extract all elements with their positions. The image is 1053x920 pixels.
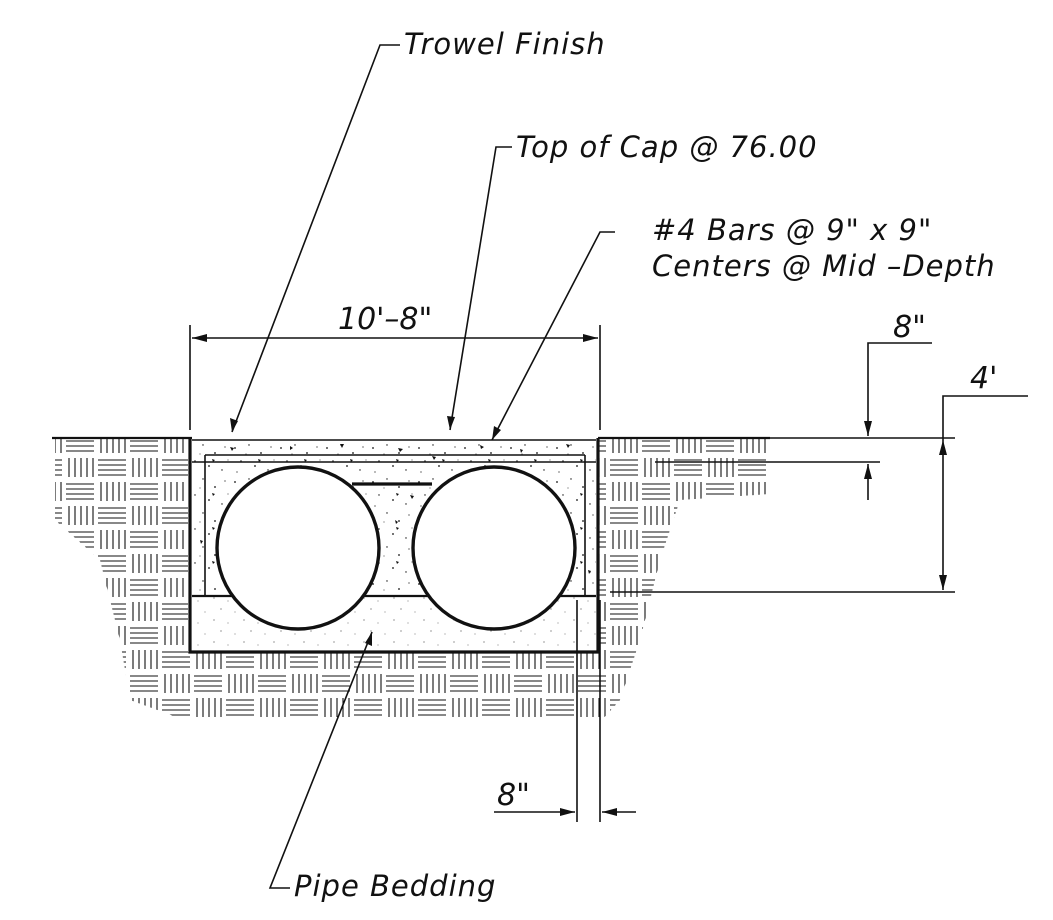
label-trowel-finish: Trowel Finish [404,27,606,61]
label-rebar-line2: Centers @ Mid –Depth [652,249,996,283]
dimension-wall-thickness-text: 8" [497,778,530,813]
label-pipe-bedding: Pipe Bedding [294,869,496,903]
leader-trowel-finish [230,44,400,433]
label-top-of-cap: Top of Cap @ 76.00 [516,130,818,164]
leader-rebar [491,231,615,441]
dimension-wall-thickness [494,600,636,822]
pipe-right [411,465,577,631]
pipe-left [215,465,381,631]
dimension-width [189,325,601,430]
label-rebar-line1: #4 Bars @ 9" x 9" [652,213,932,247]
dimension-cap-depth-text: 8" [893,310,926,345]
leader-top-of-cap [447,146,512,431]
dimension-width-text: 10'–8" [338,302,432,337]
dimension-total-depth-text: 4' [970,361,997,396]
dimension-cap-depth [655,342,955,500]
dimension-total-depth [610,395,1028,593]
pipes [215,465,577,631]
leader-pipe-bedding [268,631,373,889]
trench-outline [188,438,600,654]
